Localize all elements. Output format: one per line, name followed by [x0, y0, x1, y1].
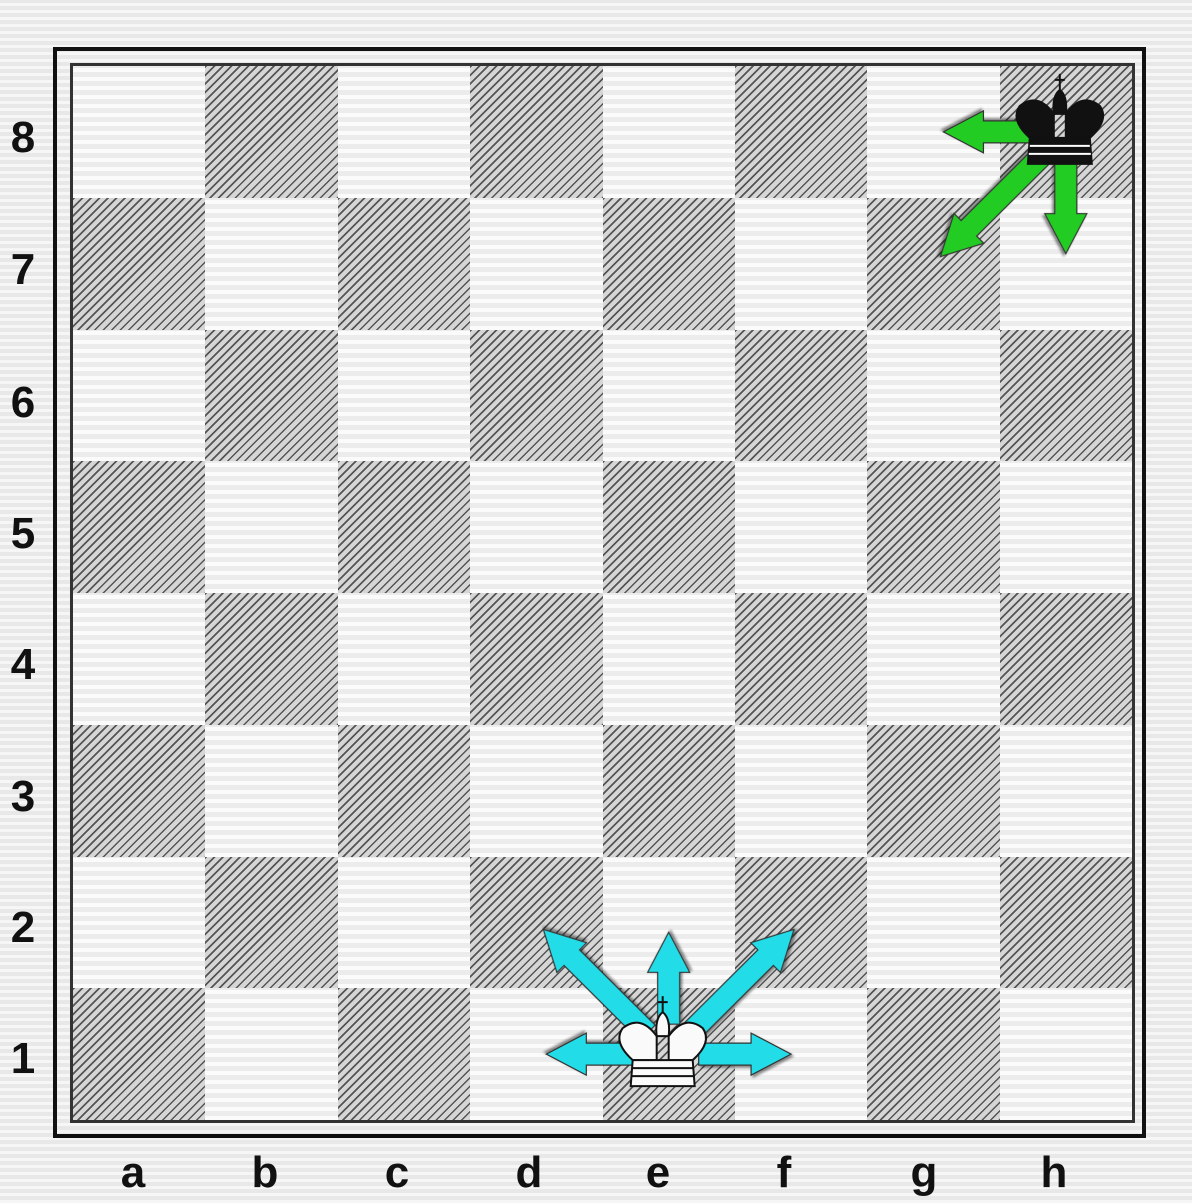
square-g1[interactable]	[867, 988, 999, 1120]
square-d2[interactable]	[470, 857, 602, 989]
file-label-a: a	[113, 1148, 153, 1198]
square-e6[interactable]	[603, 330, 735, 462]
square-c1[interactable]	[338, 988, 470, 1120]
square-f6[interactable]	[735, 330, 867, 462]
rank-label-8: 8	[6, 113, 40, 163]
square-b7[interactable]	[205, 198, 337, 330]
file-label-b: b	[245, 1148, 285, 1198]
rank-label-2: 2	[6, 903, 40, 953]
square-b1[interactable]	[205, 988, 337, 1120]
square-a1[interactable]	[73, 988, 205, 1120]
square-f3[interactable]	[735, 725, 867, 857]
square-c5[interactable]	[338, 461, 470, 593]
square-h5[interactable]	[1000, 461, 1132, 593]
square-c6[interactable]	[338, 330, 470, 462]
square-b5[interactable]	[205, 461, 337, 593]
square-d7[interactable]	[470, 198, 602, 330]
square-d4[interactable]	[470, 593, 602, 725]
square-a4[interactable]	[73, 593, 205, 725]
square-f2[interactable]	[735, 857, 867, 989]
square-g8[interactable]	[867, 66, 999, 198]
chess-board	[73, 66, 1132, 1120]
rank-label-6: 6	[6, 378, 40, 428]
square-g7[interactable]	[867, 198, 999, 330]
square-h2[interactable]	[1000, 857, 1132, 989]
square-b6[interactable]	[205, 330, 337, 462]
square-d8[interactable]	[470, 66, 602, 198]
square-f4[interactable]	[735, 593, 867, 725]
square-b8[interactable]	[205, 66, 337, 198]
square-g3[interactable]	[867, 725, 999, 857]
file-label-d: d	[509, 1148, 549, 1198]
file-label-e: e	[638, 1148, 678, 1198]
square-d6[interactable]	[470, 330, 602, 462]
square-g5[interactable]	[867, 461, 999, 593]
square-g6[interactable]	[867, 330, 999, 462]
square-f1[interactable]	[735, 988, 867, 1120]
rank-label-7: 7	[6, 245, 40, 295]
square-e4[interactable]	[603, 593, 735, 725]
square-a8[interactable]	[73, 66, 205, 198]
square-c4[interactable]	[338, 593, 470, 725]
square-b4[interactable]	[205, 593, 337, 725]
square-e7[interactable]	[603, 198, 735, 330]
square-h7[interactable]	[1000, 198, 1132, 330]
square-h8[interactable]	[1000, 66, 1132, 198]
file-label-g: g	[904, 1148, 944, 1198]
rank-label-4: 4	[6, 640, 40, 690]
square-c2[interactable]	[338, 857, 470, 989]
square-e3[interactable]	[603, 725, 735, 857]
square-a2[interactable]	[73, 857, 205, 989]
square-e5[interactable]	[603, 461, 735, 593]
square-e2[interactable]	[603, 857, 735, 989]
square-d3[interactable]	[470, 725, 602, 857]
square-a7[interactable]	[73, 198, 205, 330]
square-f7[interactable]	[735, 198, 867, 330]
square-g4[interactable]	[867, 593, 999, 725]
square-g2[interactable]	[867, 857, 999, 989]
file-label-f: f	[764, 1148, 804, 1198]
square-c8[interactable]	[338, 66, 470, 198]
square-a3[interactable]	[73, 725, 205, 857]
square-e1[interactable]	[603, 988, 735, 1120]
file-label-h: h	[1034, 1148, 1074, 1198]
file-label-c: c	[377, 1148, 417, 1198]
square-h1[interactable]	[1000, 988, 1132, 1120]
square-e8[interactable]	[603, 66, 735, 198]
square-d5[interactable]	[470, 461, 602, 593]
square-b3[interactable]	[205, 725, 337, 857]
square-a5[interactable]	[73, 461, 205, 593]
square-c3[interactable]	[338, 725, 470, 857]
square-h4[interactable]	[1000, 593, 1132, 725]
rank-label-1: 1	[6, 1034, 40, 1084]
square-a6[interactable]	[73, 330, 205, 462]
square-h3[interactable]	[1000, 725, 1132, 857]
square-h6[interactable]	[1000, 330, 1132, 462]
square-d1[interactable]	[470, 988, 602, 1120]
rank-label-3: 3	[6, 772, 40, 822]
square-f5[interactable]	[735, 461, 867, 593]
square-b2[interactable]	[205, 857, 337, 989]
square-c7[interactable]	[338, 198, 470, 330]
square-f8[interactable]	[735, 66, 867, 198]
rank-label-5: 5	[6, 509, 40, 559]
